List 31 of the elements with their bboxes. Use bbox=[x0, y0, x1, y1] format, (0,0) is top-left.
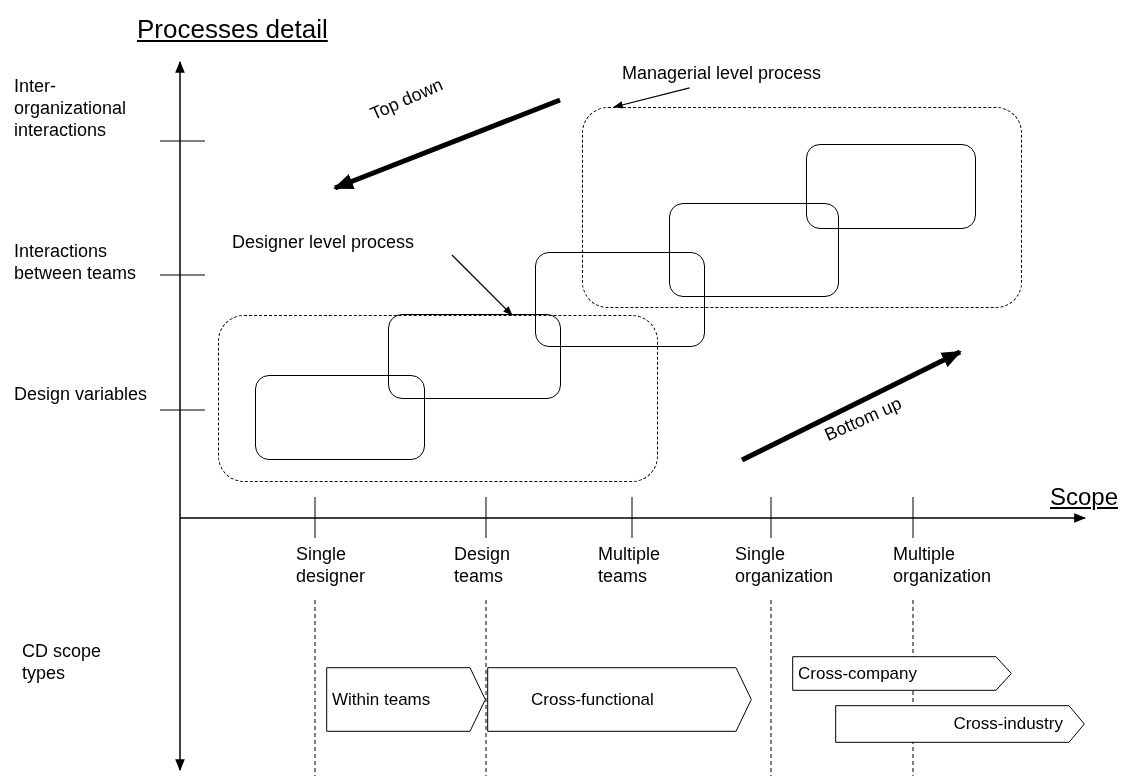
leader-arrow bbox=[613, 87, 691, 109]
axis-category-label: Multiple organization bbox=[893, 543, 993, 587]
process-box bbox=[535, 252, 705, 347]
axis-category-label: Multiple teams bbox=[598, 543, 662, 587]
axis-category-label: Single designer bbox=[296, 543, 367, 587]
pentagon-tag bbox=[792, 656, 1012, 691]
axis-level-label: Inter-organizational interactions bbox=[14, 75, 128, 141]
tag-label: Cross-functional bbox=[531, 689, 654, 710]
axis-level-label: Interactions between teams bbox=[14, 240, 138, 284]
direction-label: Top down bbox=[366, 73, 447, 125]
dashed-region bbox=[582, 107, 1022, 308]
axis-title: Processes detail bbox=[137, 14, 328, 44]
dashed-region bbox=[218, 315, 658, 482]
callout-text: Managerial level process bbox=[622, 62, 882, 86]
callout-text: Designer level process bbox=[232, 231, 492, 255]
process-box bbox=[255, 375, 425, 460]
leader-arrow bbox=[451, 254, 513, 316]
axis-category-label: Single organization bbox=[735, 543, 835, 587]
axis-level-label: Design variables bbox=[14, 383, 149, 405]
pentagon-tag bbox=[487, 667, 752, 732]
tag-label: Within teams bbox=[332, 689, 431, 710]
process-box bbox=[806, 144, 976, 229]
tag-label: Cross-industry bbox=[953, 714, 1063, 734]
axis-category-label: Design teams bbox=[454, 543, 512, 587]
axis-title: Scope bbox=[1050, 483, 1119, 511]
row-label: CD scope types bbox=[22, 640, 103, 684]
process-box bbox=[388, 314, 561, 399]
tag-label: Cross-company bbox=[798, 663, 918, 684]
pentagon-tag bbox=[835, 705, 1085, 743]
pentagon-tag bbox=[326, 667, 486, 732]
process-box bbox=[669, 203, 839, 297]
